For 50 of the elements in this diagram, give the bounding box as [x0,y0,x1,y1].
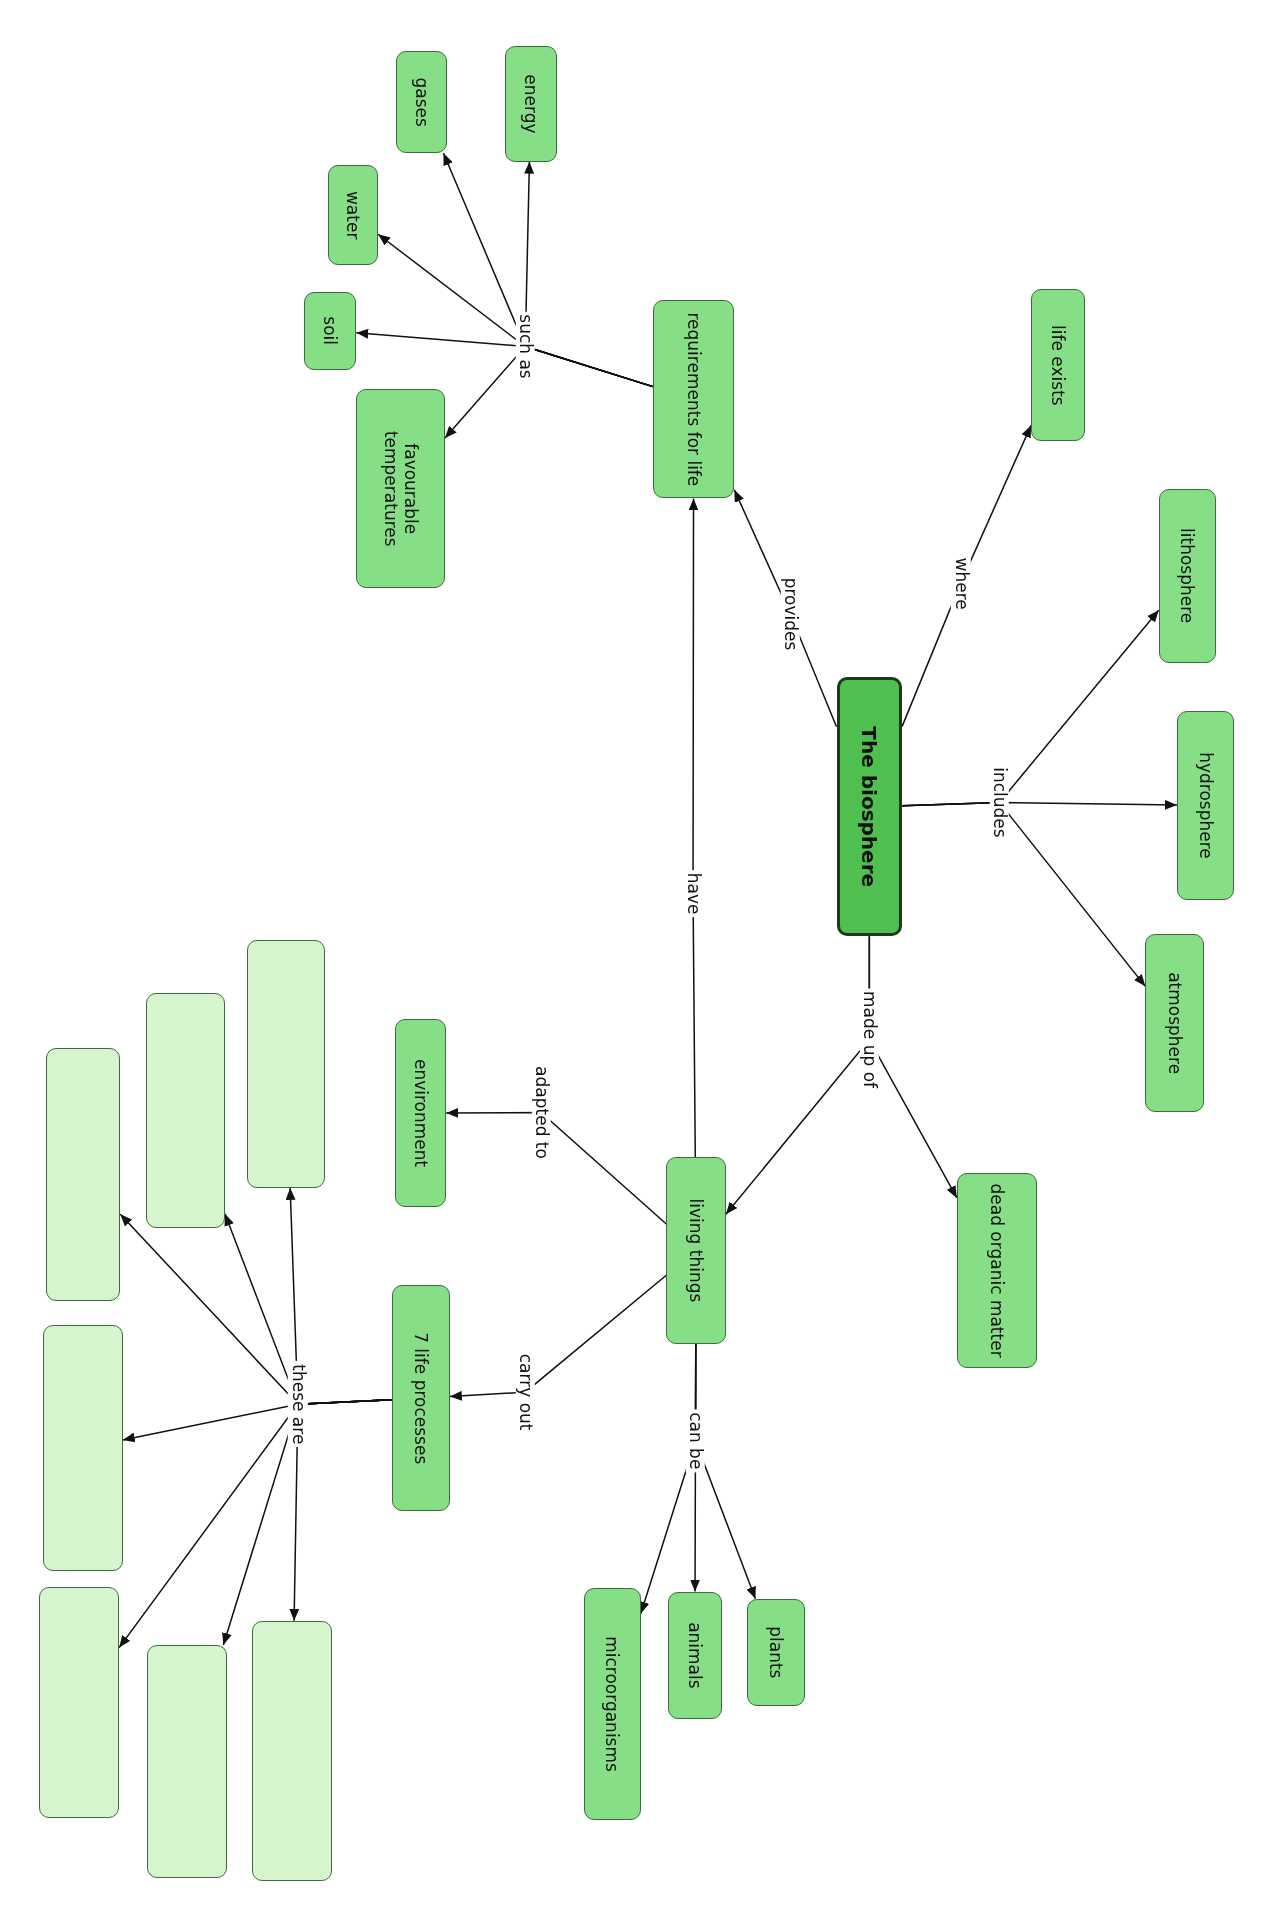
concept-box [583,1587,641,1821]
concept-label: requirements for life [683,312,704,487]
concept-box [356,389,445,589]
concept-label: lithosphere [1177,528,1198,624]
concept-box [652,300,735,499]
concept-label: favourable temperatures [380,429,422,549]
empty-box [251,1620,332,1881]
concept-label: plants [765,1626,786,1679]
edge-label: can be [685,1409,706,1473]
concept-label: living things [685,1198,707,1303]
concept-box [504,46,557,162]
concept-label: gases [411,77,433,127]
concept-box [1158,488,1216,663]
empty-box [46,1048,121,1301]
empty-box [42,1325,123,1571]
concept-box [1176,711,1235,900]
concept-box [396,51,448,154]
concept-label: soil [319,316,341,346]
concept-label: life exists [1047,325,1068,406]
concept-label: water [343,190,364,240]
arrow [449,1274,668,1401]
concept-label: animals [684,1622,706,1689]
concept-box [1145,933,1204,1113]
arrow [688,497,699,1159]
concept-box [303,291,357,370]
concept-box [746,1598,805,1706]
empty-box [147,1645,228,1879]
concept-box [667,1591,723,1720]
main-concept-box [836,677,903,937]
concept-label: The biosphere [857,726,882,888]
edge-label: these are [288,1361,308,1448]
concept-box [395,1018,447,1208]
empty-box [246,939,325,1188]
concept-box [328,165,379,266]
arrow [901,801,1147,988]
concept-label: energy [520,74,541,134]
concept-box [956,1173,1038,1368]
edge-label: made up of [859,988,880,1092]
concept-label: dead organic matter [986,1183,1008,1358]
concept-box [666,1157,726,1344]
empty-box [38,1586,120,1818]
concept-label: 7 life processes [410,1332,431,1465]
empty-box [145,993,225,1228]
concept-label: hydrosphere [1195,752,1216,859]
concept-label: atmosphere [1164,972,1185,1075]
concept-label: environment [410,1058,431,1168]
concept-label: microorganisms [602,1636,623,1772]
concept-box [1031,289,1085,442]
arrow [445,1107,668,1225]
concept-box [391,1285,450,1512]
